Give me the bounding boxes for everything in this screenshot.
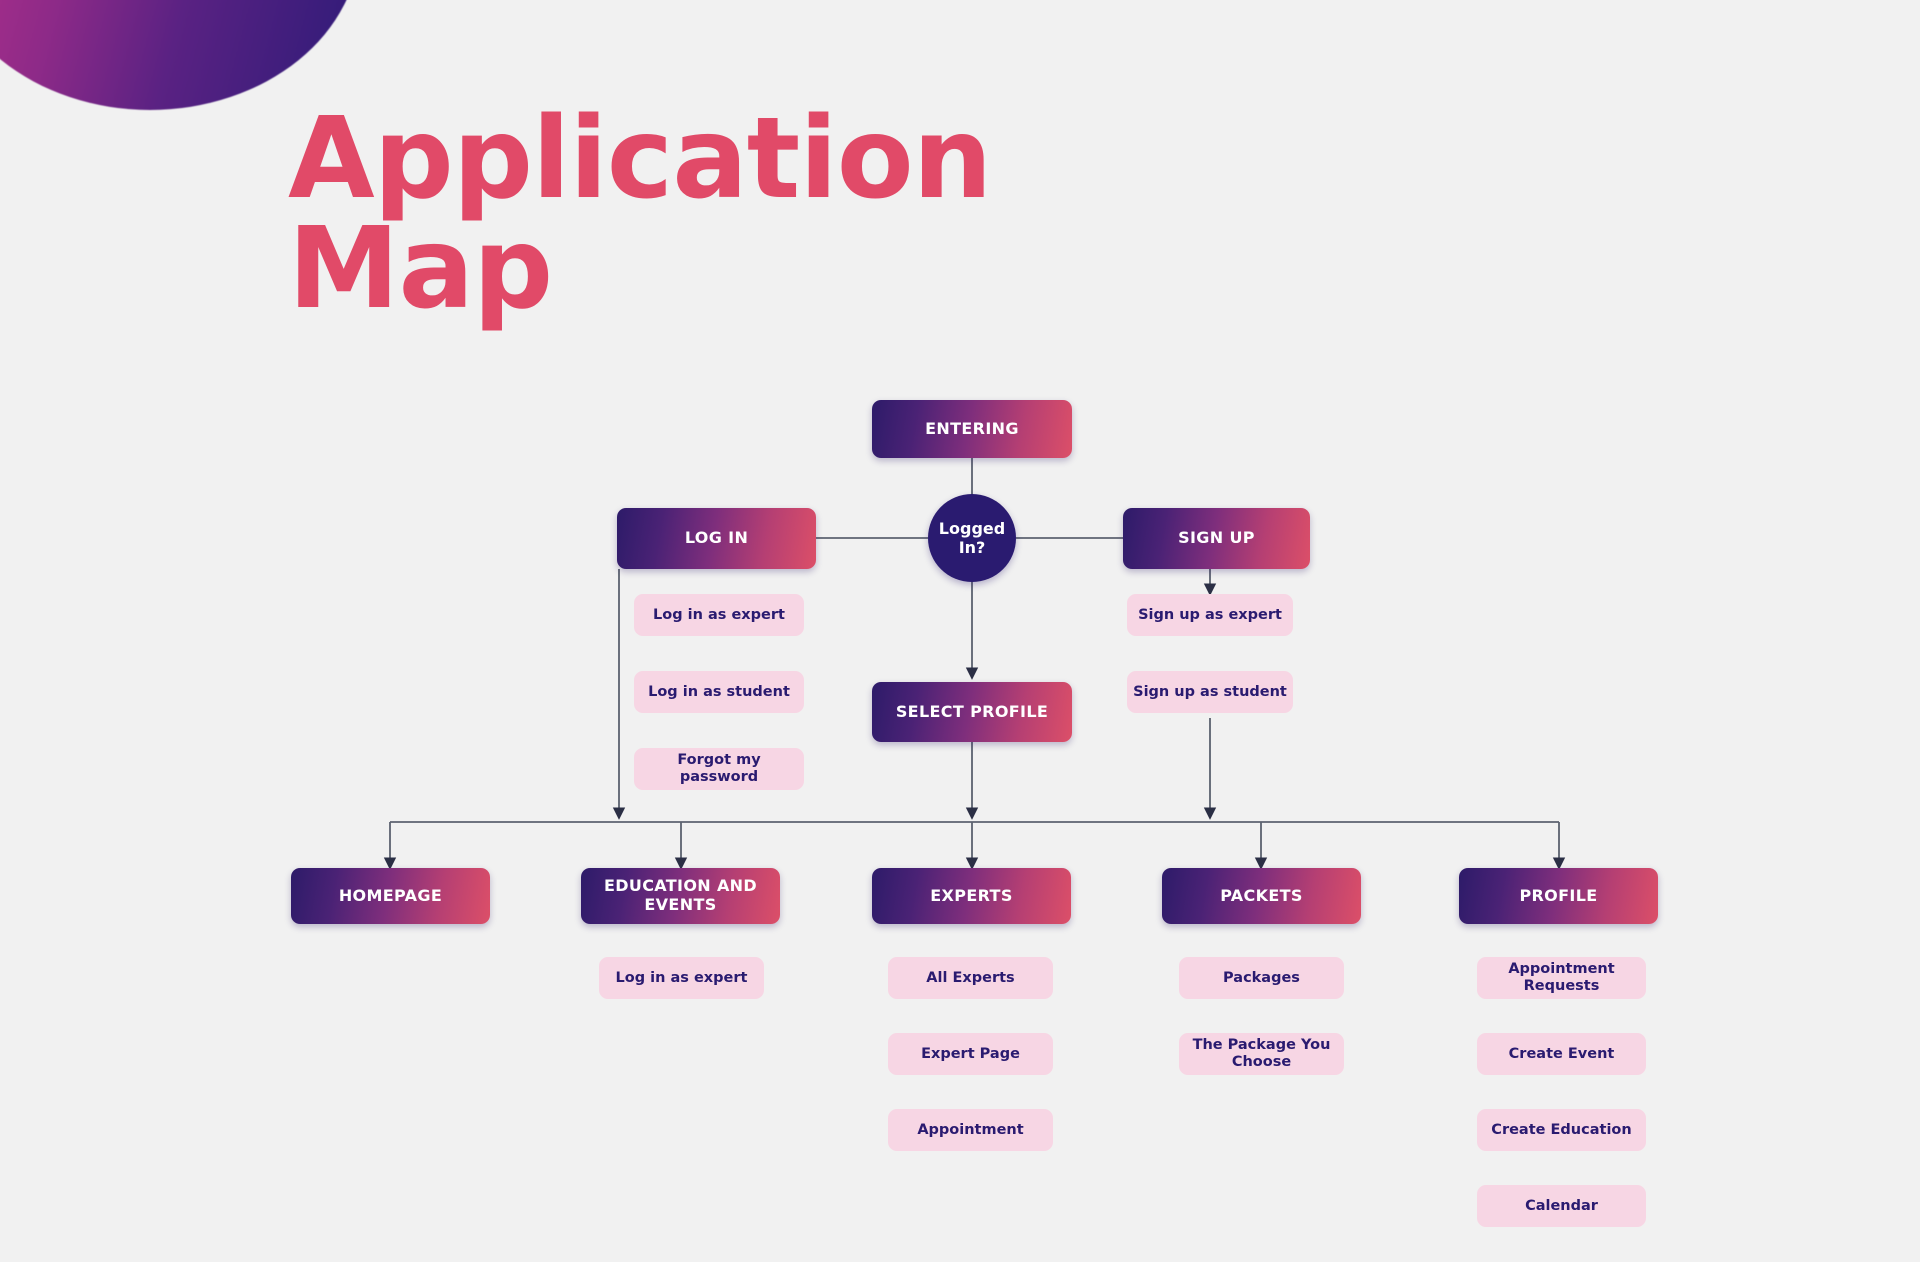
- chip-label: Expert Page: [921, 1045, 1020, 1062]
- chip-label: The Package You Choose: [1192, 1037, 1331, 1070]
- chip-label: Packages: [1223, 969, 1300, 986]
- node-packets[interactable]: PACKETS: [1162, 868, 1361, 924]
- chip-label: Appointment Requests: [1508, 961, 1615, 994]
- node-sign-up[interactable]: SIGN UP: [1123, 508, 1310, 569]
- node-log-in-label: LOG IN: [684, 528, 749, 548]
- decision-logged-in[interactable]: Logged In?: [928, 494, 1016, 582]
- node-experts-label: EXPERTS: [930, 885, 1013, 905]
- node-homepage-label: HOMEPAGE: [338, 885, 443, 905]
- chip-label: Forgot my password: [677, 752, 761, 785]
- node-experts[interactable]: EXPERTS: [872, 868, 1071, 924]
- chip-label: Sign up as student: [1133, 683, 1287, 700]
- chip-the-package-you-choose[interactable]: The Package You Choose: [1179, 1033, 1344, 1075]
- chip-calendar[interactable]: Calendar: [1477, 1185, 1646, 1227]
- page-title: Application Map: [288, 94, 992, 334]
- chip-packages[interactable]: Packages: [1179, 957, 1344, 999]
- chip-label: Log in as expert: [615, 969, 748, 986]
- node-select-profile[interactable]: SELECT PROFILE: [872, 682, 1072, 742]
- chip-label: Sign up as expert: [1138, 606, 1282, 623]
- node-profile-label: PROFILE: [1519, 885, 1598, 905]
- node-profile[interactable]: PROFILE: [1459, 868, 1658, 924]
- chip-label: Create Event: [1508, 1045, 1615, 1062]
- chip-sign-up-as-expert[interactable]: Sign up as expert: [1127, 594, 1293, 636]
- chip-forgot-my-password[interactable]: Forgot my password: [634, 748, 804, 790]
- chip-education-log-in-as-expert[interactable]: Log in as expert: [599, 957, 764, 999]
- chip-log-in-as-expert[interactable]: Log in as expert: [634, 594, 804, 636]
- chip-all-experts[interactable]: All Experts: [888, 957, 1053, 999]
- chip-label: All Experts: [926, 969, 1015, 986]
- node-packets-label: PACKETS: [1220, 885, 1303, 905]
- chip-label: Appointment: [917, 1121, 1024, 1138]
- chip-label: Calendar: [1525, 1197, 1598, 1214]
- chip-label: Create Education: [1491, 1121, 1632, 1138]
- chip-label: Log in as student: [648, 683, 790, 700]
- decision-logged-in-label: Logged In?: [938, 519, 1006, 557]
- node-education-and-events[interactable]: EDUCATION AND EVENTS: [581, 868, 780, 924]
- chip-log-in-as-student[interactable]: Log in as student: [634, 671, 804, 713]
- chip-expert-page[interactable]: Expert Page: [888, 1033, 1053, 1075]
- node-entering[interactable]: ENTERING: [872, 400, 1072, 458]
- chip-create-event[interactable]: Create Event: [1477, 1033, 1646, 1075]
- node-education-and-events-label: EDUCATION AND EVENTS: [603, 876, 758, 914]
- chip-create-education[interactable]: Create Education: [1477, 1109, 1646, 1151]
- chip-appointment[interactable]: Appointment: [888, 1109, 1053, 1151]
- node-log-in[interactable]: LOG IN: [617, 508, 816, 569]
- node-entering-label: ENTERING: [925, 418, 1019, 438]
- node-sign-up-label: SIGN UP: [1178, 528, 1255, 548]
- chip-sign-up-as-student[interactable]: Sign up as student: [1127, 671, 1293, 713]
- node-homepage[interactable]: HOMEPAGE: [291, 868, 490, 924]
- chip-appointment-requests[interactable]: Appointment Requests: [1477, 957, 1646, 999]
- chip-label: Log in as expert: [653, 606, 785, 623]
- node-select-profile-label: SELECT PROFILE: [895, 701, 1049, 721]
